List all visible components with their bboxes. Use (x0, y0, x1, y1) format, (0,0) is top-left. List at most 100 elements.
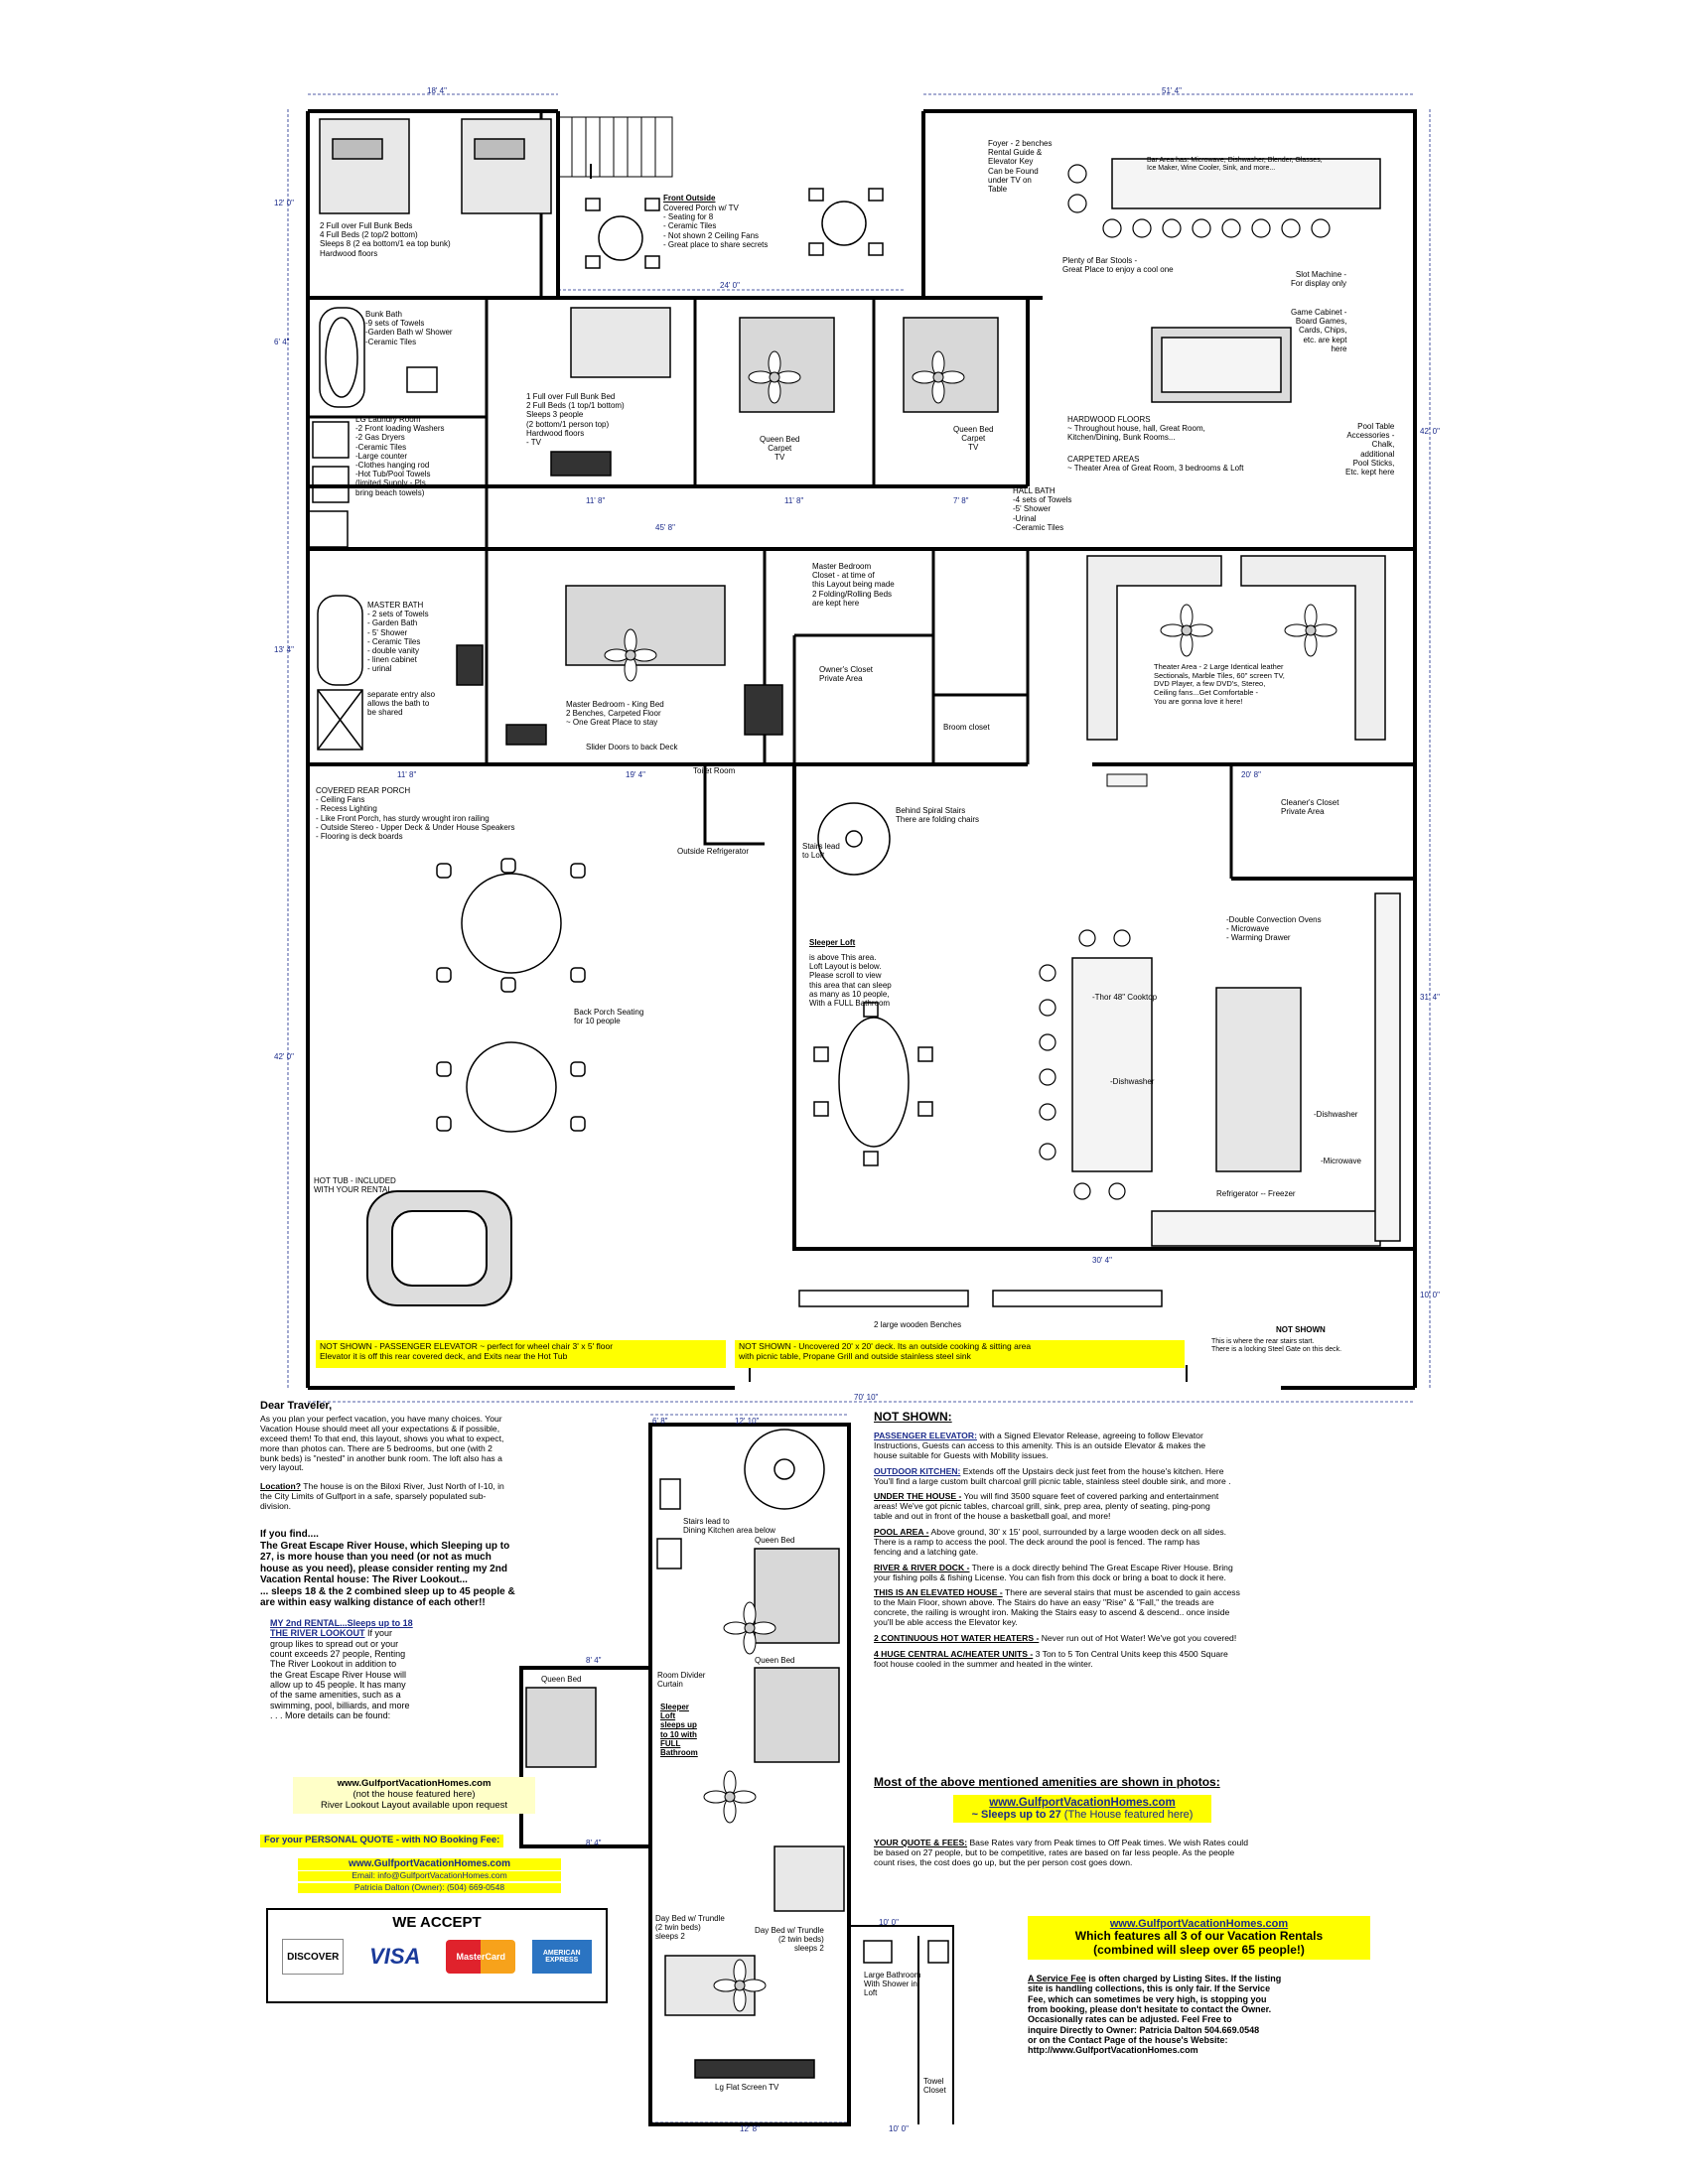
master-bath-label: MASTER BATH - 2 sets of Towels - Garden … (367, 601, 429, 674)
not-shown-heading: 4 HUGE CENTRAL AC/HEATER UNITS - (874, 1648, 1034, 1659)
feature-text: Which features all 3 of our Vacation Ren… (1074, 1929, 1324, 1957)
not-shown-heading: 2 CONTINUOUS HOT WATER HEATERS - (874, 1632, 1040, 1643)
dishwasher-2-label: -Dishwasher (1314, 1110, 1358, 1119)
not-shown-item: 4 HUGE CENTRAL AC/HEATER UNITS - 3 Ton t… (874, 1648, 1390, 1670)
slider-doors-label: Slider Doors to back Deck (586, 743, 678, 751)
behind-spiral-stairs-label: Behind Spiral Stairs There are folding c… (896, 806, 980, 825)
card-logos-row: DISCOVER VISA MasterCard AMERICAN EXPRES… (268, 1939, 606, 1975)
visa-card-icon: VISA (369, 1944, 421, 1969)
slot-machine-label: Slot Machine - For display only (1291, 270, 1347, 289)
feature-site-link[interactable]: www.GulfportVacationHomes.com (1109, 1918, 1289, 1930)
ovens-label: -Double Convection Ovens - Microwave - W… (1226, 915, 1322, 943)
not-shown-text: Never run out of Hot Water! We've got yo… (1039, 1632, 1237, 1643)
master-bedroom-label: Master Bedroom - King Bed 2 Benches, Car… (566, 700, 664, 728)
dim-top-left: 18' 4" (427, 86, 447, 95)
front-porch-label: Covered Porch w/ TV - Seating for 8 - Ce… (663, 204, 769, 249)
location-text: The house is on the Biloxi River, Just N… (260, 1481, 504, 1511)
laundry-label: LG Laundry Room -2 Front loading Washers… (355, 415, 445, 497)
mastercard-icon: MasterCard (446, 1940, 516, 1974)
toilet-room-label: Toilet Room (693, 766, 736, 775)
not-shown-text: You will find 3500 square feet of covere… (874, 1491, 1219, 1522)
service-fee-text: is often charged by Listing Sites. If th… (1028, 1974, 1282, 2056)
hardwood-floors-label: HARDWOOD FLOORS ~ Throughout house, hall… (1067, 415, 1205, 443)
sleeps-note: (The House featured here) (1060, 1809, 1194, 1821)
dim-left-h4: 42' 0" (274, 1052, 294, 1061)
site-link-1[interactable]: www.GulfportVacationHomes.com (337, 1778, 492, 1789)
dim-loft-top: 12' 10" (735, 1417, 760, 1426)
dim-d12: 70' 10" (854, 1393, 879, 1402)
loft-queen-c-label: Queen Bed (541, 1675, 582, 1684)
not-shown-item: THIS IS AN ELEVATED HOUSE - There are se… (874, 1587, 1390, 1628)
not-shown-right-label: NOT SHOWN (1276, 1325, 1326, 1334)
bar-area-label: Bar Area has: Microwave, Dishwasher, Ble… (1147, 157, 1323, 173)
loft-queen-b-label: Queen Bed (755, 1656, 795, 1665)
second-rental-block: MY 2nd RENTAL...Sleeps up to 18 THE RIVE… (270, 1618, 498, 1720)
second-rental-title: MY 2nd RENTAL...Sleeps up to 18 THE RIVE… (270, 1618, 413, 1639)
elevator-banner: NOT SHOWN - PASSENGER ELEVATOR ~ perfect… (316, 1340, 726, 1368)
letter-location: Location? The house is on the Biloxi Riv… (260, 1481, 618, 1512)
queen-bed-2-label: Queen Bed Carpet TV (953, 425, 994, 453)
loft-stairs-label: Stairs lead to Dining Kitchen area below (683, 1517, 775, 1536)
service-fee-block: A Service Fee is often charged by Listin… (1028, 1974, 1385, 2056)
loft-tv-label: Lg Flat Screen TV (715, 2083, 779, 2092)
we-accept-title: WE ACCEPT (392, 1914, 482, 1931)
site-link-2[interactable]: www.GulfportVacationHomes.com (298, 1858, 561, 1870)
queen-bed-1-label: Queen Bed Carpet TV (760, 435, 800, 463)
site-link-3[interactable]: www.GulfportVacationHomes.com (989, 1797, 1176, 1809)
rear-stairs-note: This is where the rear stairs start. The… (1211, 1338, 1342, 1354)
room-divider-label: Room Divider Curtain (657, 1671, 706, 1690)
outside-refrigerator-label: Outside Refrigerator (677, 847, 750, 856)
cooktop-label: -Thor 48" Cooktop (1092, 993, 1158, 1002)
feature-banner: www.GulfportVacationHomes.com Which feat… (1028, 1916, 1370, 1960)
loft-bath-label: Large Bathroom With Shower in Loft (864, 1971, 921, 1998)
site-link-1-block: www.GulfportVacationHomes.com(not the ho… (293, 1777, 535, 1814)
bunk-room-label: 2 Full over Full Bunk Beds 4 Full Beds (… (320, 221, 451, 258)
not-shown-heading: RIVER & RIVER DOCK - (874, 1562, 970, 1572)
dim-left-h3: 13' 4" (274, 645, 294, 654)
dim-d6: 45' 8" (655, 523, 675, 532)
dim-d5: 7' 8" (953, 496, 969, 505)
bar-stools-label: Plenty of Bar Stools - Great Place to en… (1062, 256, 1174, 275)
not-shown-item: UNDER THE HOUSE - You will find 3500 squ… (874, 1491, 1390, 1522)
dim-d10: 20' 8" (1241, 770, 1261, 779)
not-shown-title: NOT SHOWN: (874, 1410, 952, 1424)
quote-fees-heading: YOUR QUOTE & FEES: (874, 1838, 968, 1847)
quote-fees-text: Base Rates vary from Peak times to Off P… (874, 1838, 1248, 1867)
dim-loft-b: 8' 4" (586, 1656, 602, 1665)
dim-right-h3: 10' 0" (1420, 1291, 1440, 1299)
email-link[interactable]: Email: info@GulfportVacationHomes.com (298, 1870, 561, 1881)
site-banner-1: www.GulfportVacationHomes.com ~ Sleeps u… (953, 1795, 1211, 1823)
dim-d4: 11' 8" (784, 496, 804, 505)
dim-d8: 19' 4" (626, 770, 645, 779)
second-rental-body: If your group likes to spread out or you… (270, 1628, 410, 1721)
hall-bath-label: HALL BATH -4 sets of Towels -5' Shower -… (1013, 486, 1072, 532)
outdoor-kitchen-banner: NOT SHOWN - Uncovered 20' x 20' deck. It… (735, 1340, 1185, 1368)
dim-top-right: 51' 4" (1162, 86, 1182, 95)
personal-quote-label: For your PERSONAL QUOTE - with NO Bookin… (260, 1835, 504, 1847)
not-shown-heading: PASSENGER ELEVATOR: (874, 1431, 977, 1440)
pool-table-accessories-label: Pool Table Accessories - Chalk, addition… (1345, 422, 1395, 477)
if-you-find-text: If you find.... The Great Escape River H… (260, 1529, 515, 1608)
not-shown-item: 2 CONTINUOUS HOT WATER HEATERS - Never r… (874, 1632, 1390, 1644)
not-shown-item: PASSENGER ELEVATOR: with a Signed Elevat… (874, 1431, 1390, 1461)
carpeted-areas-label: CARPETED AREAS ~ Theater Area of Great R… (1067, 455, 1244, 474)
photos-heading: Most of the above mentioned amenities ar… (874, 1775, 1220, 1789)
dim-porch-width: 24' 0" (720, 281, 740, 290)
not-shown-item: POOL AREA - Above ground, 30' x 15' pool… (874, 1527, 1390, 1558)
payment-methods-panel: WE ACCEPT DISCOVER VISA MasterCard AMERI… (266, 1908, 608, 2003)
letter-greeting: Dear Traveler, (260, 1400, 333, 1412)
service-fee-heading: A Service Fee (1028, 1974, 1086, 1983)
stairs-to-loft-label: Stairs lead to Loft (802, 842, 840, 861)
refrigerator-label: Refrigerator -- Freezer (1216, 1189, 1296, 1198)
not-shown-text: There are several stairs that must be as… (874, 1587, 1240, 1627)
towel-closet-label: Towel Closet (923, 2077, 946, 2096)
game-cabinet-label: Game Cabinet - Board Games, Cards, Chips… (1291, 308, 1347, 353)
hot-tub-label: HOT TUB - INCLUDED WITH YOUR RENTAL (314, 1176, 396, 1195)
location-heading: Location? (260, 1481, 302, 1491)
amex-card-icon: AMERICAN EXPRESS (531, 1940, 592, 1974)
not-shown-text: Extends off the Upstairs deck just feet … (874, 1465, 1231, 1486)
dim-loft-c: 8' 4" (586, 1839, 602, 1847)
bunk-room-2-label: 1 Full over Full Bunk Bed 2 Full Beds (1… (526, 392, 625, 447)
dim-d7: 11' 8" (397, 770, 417, 779)
